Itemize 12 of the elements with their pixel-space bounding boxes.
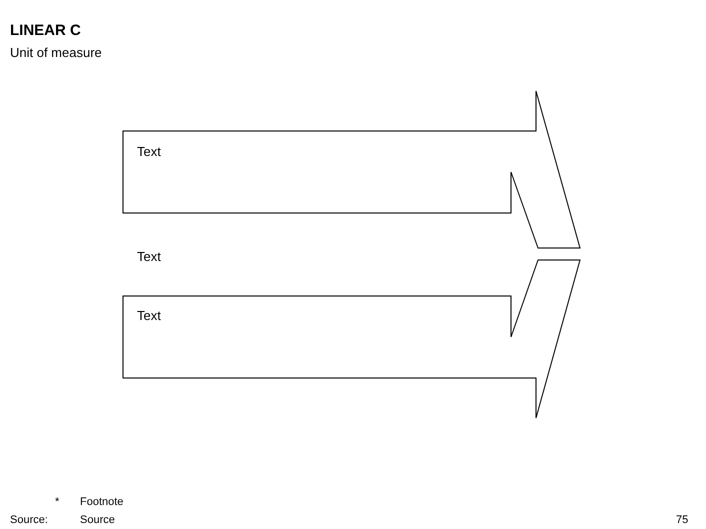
shape-label: Text [137,308,161,323]
source-label: Source: [10,514,48,527]
arrow-shape [123,91,580,248]
arrow-shape [123,260,580,418]
source-text: Source [80,514,115,527]
footnote: Footnote [80,496,124,509]
shape-label: Text [137,144,161,159]
footnote-marker: * [55,496,60,509]
title: LINEAR C [10,22,81,39]
label-text: Text [137,249,161,264]
page-number: 75 [676,514,688,527]
subtitle: Unit of measure [10,45,102,60]
